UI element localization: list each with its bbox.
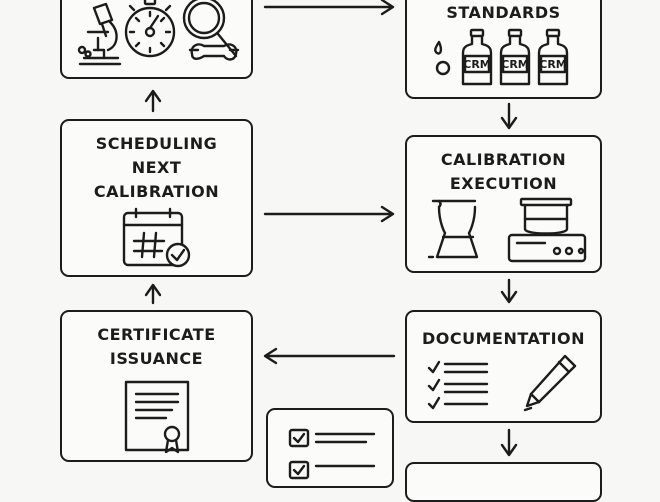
stopwatch-icon xyxy=(124,0,176,58)
calibration-label-line1: CALIBRATION xyxy=(440,150,567,169)
arrow-certificate-to-scheduling xyxy=(144,283,162,305)
calendar-check-icon xyxy=(122,207,191,268)
balance-icon xyxy=(507,197,587,263)
beaker-icon xyxy=(427,199,479,259)
microscope-icon xyxy=(77,2,122,66)
crm-bottle-icon: CRM xyxy=(537,28,569,86)
standards-label: STANDARDS xyxy=(446,3,561,22)
calibration-label-line2: EXECUTION xyxy=(449,174,558,193)
crm-label: CRM xyxy=(501,58,529,71)
arrow-documentation-to-next xyxy=(500,428,518,457)
checklist-icon xyxy=(427,360,489,410)
certificate-label-line2: ISSUANCE xyxy=(109,349,204,368)
pen-icon xyxy=(523,354,577,412)
calibration-execution-box: CALIBRATION EXECUTION xyxy=(405,135,602,273)
crm-bottle-icon: CRM xyxy=(461,28,493,86)
arrow-scheduling-to-calibration xyxy=(263,205,395,223)
arrow-documentation-to-certificate xyxy=(263,347,396,365)
arrow-scheduling-to-equipment xyxy=(144,89,162,113)
droplets-icon xyxy=(434,40,451,76)
documentation-label: DOCUMENTATION xyxy=(421,329,586,348)
documentation-box: DOCUMENTATION xyxy=(405,310,602,423)
arrow-calibration-to-documentation xyxy=(500,278,518,304)
crm-bottle-icon: CRM xyxy=(499,28,531,86)
scheduling-label-line2: NEXT xyxy=(131,158,182,177)
arrow-standards-to-calibration xyxy=(500,102,518,130)
workflow-diagram: STANDARDS CRM CRM CRM SCHEDULING NEXT CA… xyxy=(60,0,602,502)
equipment-box xyxy=(60,0,253,79)
connector-arrows xyxy=(144,0,518,457)
scheduling-label-line1: SCHEDULING xyxy=(95,134,218,153)
certificate-issuance-box: CERTIFICATE ISSUANCE xyxy=(60,310,253,462)
arrow-equipment-to-standards xyxy=(263,0,395,16)
certificate-label-line1: CERTIFICATE xyxy=(97,325,216,344)
standards-box: STANDARDS CRM CRM CRM xyxy=(405,0,602,99)
crm-label: CRM xyxy=(539,58,567,71)
wrench-icon xyxy=(188,43,240,61)
scheduling-label-line3: CALIBRATION xyxy=(93,182,220,201)
certificate-icon xyxy=(124,380,190,454)
scheduling-box: SCHEDULING NEXT CALIBRATION xyxy=(60,119,253,277)
crm-label: CRM xyxy=(463,58,491,71)
